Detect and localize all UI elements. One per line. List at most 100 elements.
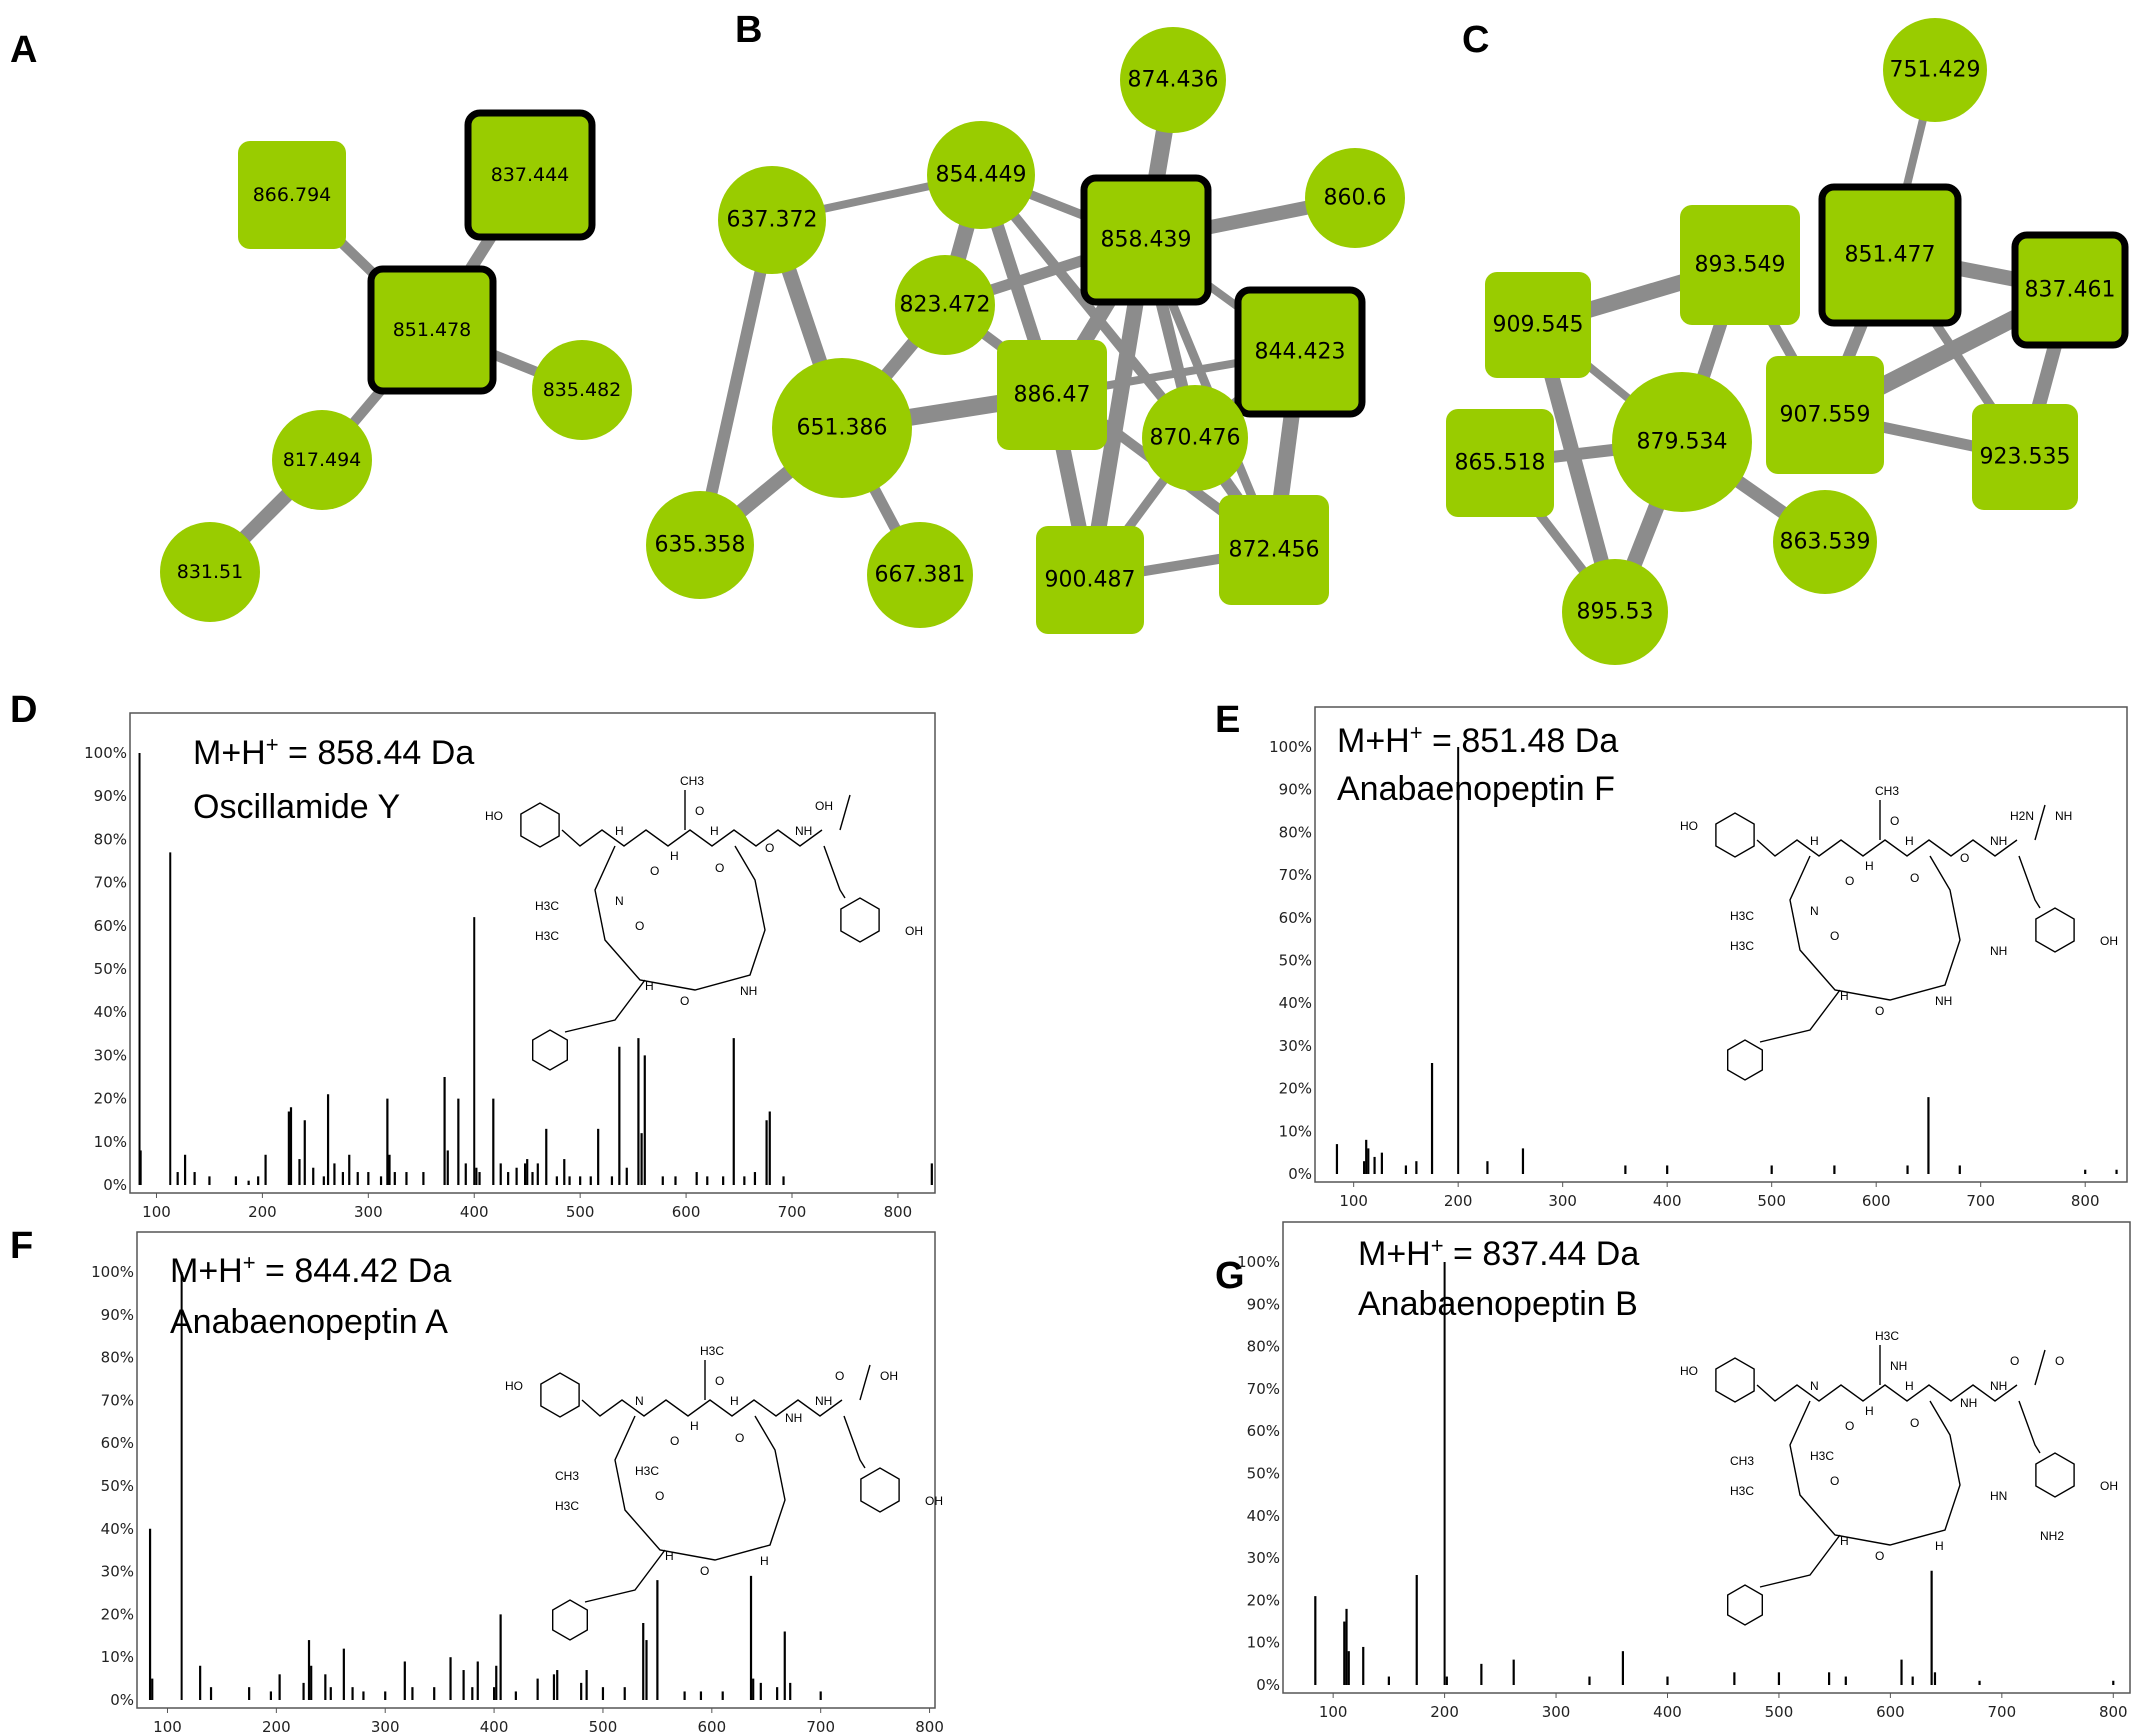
network-node[interactable]: 872.456 — [1219, 495, 1329, 605]
network-node[interactable]: 886.47 — [997, 340, 1107, 450]
network-node[interactable]: 863.539 — [1773, 490, 1877, 594]
network-node[interactable]: 851.478 — [367, 265, 497, 395]
network-node[interactable]: 837.444 — [464, 109, 596, 241]
node-label: 879.534 — [1637, 430, 1728, 455]
compound-name-label: Anabaenopeptin A — [170, 1303, 448, 1341]
structure-atom-label: OH — [880, 1369, 898, 1383]
node-label: 837.444 — [491, 164, 570, 186]
node-shape — [1766, 356, 1884, 474]
network-node[interactable]: 893.549 — [1680, 205, 1800, 325]
structure-atom-label: H — [670, 849, 679, 863]
structure-atom-label: H — [1905, 1379, 1914, 1393]
network-node[interactable]: 837.461 — [2011, 231, 2129, 349]
y-tick-label: 80% — [1279, 823, 1312, 841]
network-node[interactable]: 865.518 — [1446, 409, 1554, 517]
y-tick-label: 100% — [1269, 738, 1312, 756]
node-label: 907.559 — [1780, 403, 1871, 428]
node-shape — [2011, 231, 2129, 349]
network-node[interactable]: 637.372 — [718, 166, 826, 274]
network-node[interactable]: 866.794 — [238, 141, 346, 249]
node-label: 865.518 — [1455, 451, 1546, 476]
structure-atom-label: CH3 — [1730, 1454, 1754, 1468]
structure-atom-label: NH — [2055, 809, 2072, 823]
x-tick-label: 600 — [1862, 1192, 1891, 1210]
x-tick-label: 100 — [142, 1203, 171, 1221]
compound-name-label: Anabaenopeptin B — [1358, 1285, 1638, 1323]
y-tick-label: 100% — [84, 744, 127, 762]
plot-frame — [129, 712, 936, 1194]
node-label: 895.53 — [1577, 600, 1654, 625]
structure-atom-label: H — [690, 1419, 699, 1433]
network-node[interactable]: 858.439 — [1080, 174, 1212, 306]
x-tick-label: 400 — [480, 1718, 509, 1733]
y-tick-label: 10% — [1279, 1122, 1312, 1140]
structure-atom-label: H — [1840, 989, 1849, 1003]
y-tick-label: 0% — [1288, 1165, 1312, 1183]
network-node[interactable]: 895.53 — [1562, 559, 1668, 665]
x-tick-label: 500 — [589, 1718, 618, 1733]
node-shape — [367, 265, 497, 395]
structure-atom-label: O — [635, 919, 644, 933]
structure-atom-label: HO — [1680, 819, 1698, 833]
x-tick-label: 400 — [1653, 1192, 1682, 1210]
network-node[interactable]: 635.358 — [646, 491, 754, 599]
y-tick-label: 30% — [1279, 1037, 1312, 1055]
structure-atom-label: O — [1845, 1419, 1854, 1433]
y-tick-label: 10% — [101, 1648, 134, 1666]
x-tick-label: 100 — [153, 1718, 182, 1733]
node-shape — [1446, 409, 1554, 517]
y-tick-label: 40% — [94, 1003, 127, 1021]
structure-atom-label: O — [1910, 1416, 1919, 1430]
node-shape — [1883, 18, 1987, 122]
structure-atom-label: O — [650, 864, 659, 878]
structure-atom-label: O — [1875, 1004, 1884, 1018]
x-tick-label: 200 — [248, 1203, 277, 1221]
structure-atom-label: NH — [740, 984, 757, 998]
network-node[interactable]: 854.449 — [927, 121, 1035, 229]
structure-atom-label: NH — [815, 1394, 832, 1408]
node-shape — [646, 491, 754, 599]
x-tick-label: 700 — [1988, 1703, 2017, 1721]
y-tick-label: 60% — [1279, 909, 1312, 927]
structure-atom-label: H3C — [700, 1344, 724, 1358]
network-node[interactable]: 851.477 — [1818, 183, 1962, 327]
node-label: 667.381 — [875, 563, 966, 588]
node-shape — [1680, 205, 1800, 325]
network-node[interactable]: 900.487 — [1036, 526, 1144, 634]
network-node[interactable]: 831.51 — [160, 522, 260, 622]
structure-atom-label: H — [1905, 834, 1914, 848]
network-node[interactable]: 879.534 — [1612, 372, 1752, 512]
network-node[interactable]: 835.482 — [532, 340, 632, 440]
network-node[interactable]: 751.429 — [1883, 18, 1987, 122]
network-node[interactable]: 651.386 — [772, 358, 912, 498]
network-node[interactable]: 909.545 — [1485, 272, 1591, 378]
node-label: 831.51 — [177, 561, 243, 583]
node-label: 900.487 — [1045, 568, 1136, 593]
network-node[interactable]: 667.381 — [867, 522, 973, 628]
y-tick-label: 40% — [101, 1520, 134, 1538]
network-node[interactable]: 817.494 — [272, 410, 372, 510]
y-tick-label: 90% — [1247, 1295, 1280, 1313]
network-node[interactable]: 844.423 — [1234, 286, 1366, 418]
structure-atom-label: H — [645, 979, 654, 993]
network-node[interactable]: 870.476 — [1142, 385, 1248, 491]
network-node[interactable]: 874.436 — [1120, 27, 1226, 133]
precursor-mass-label: M+H+ = 851.48 Da — [1337, 720, 1618, 761]
structure-atom-label: N — [1810, 1379, 1819, 1393]
node-shape — [1142, 385, 1248, 491]
network-node[interactable]: 860.6 — [1305, 148, 1405, 248]
node-shape — [927, 121, 1035, 229]
network-node[interactable]: 823.472 — [895, 255, 995, 355]
network-node[interactable]: 907.559 — [1766, 356, 1884, 474]
x-tick-label: 100 — [1319, 1703, 1348, 1721]
y-tick-label: 40% — [1279, 994, 1312, 1012]
structure-atom-label: O — [2055, 1354, 2064, 1368]
network-node[interactable]: 923.535 — [1972, 404, 2078, 510]
y-tick-label: 100% — [1237, 1253, 1280, 1271]
network-b: 874.436 854.449 637.372 858.439 860.6 823.472… — [646, 27, 1405, 634]
node-label: 751.429 — [1890, 58, 1981, 83]
x-tick-label: 600 — [1876, 1703, 1905, 1721]
